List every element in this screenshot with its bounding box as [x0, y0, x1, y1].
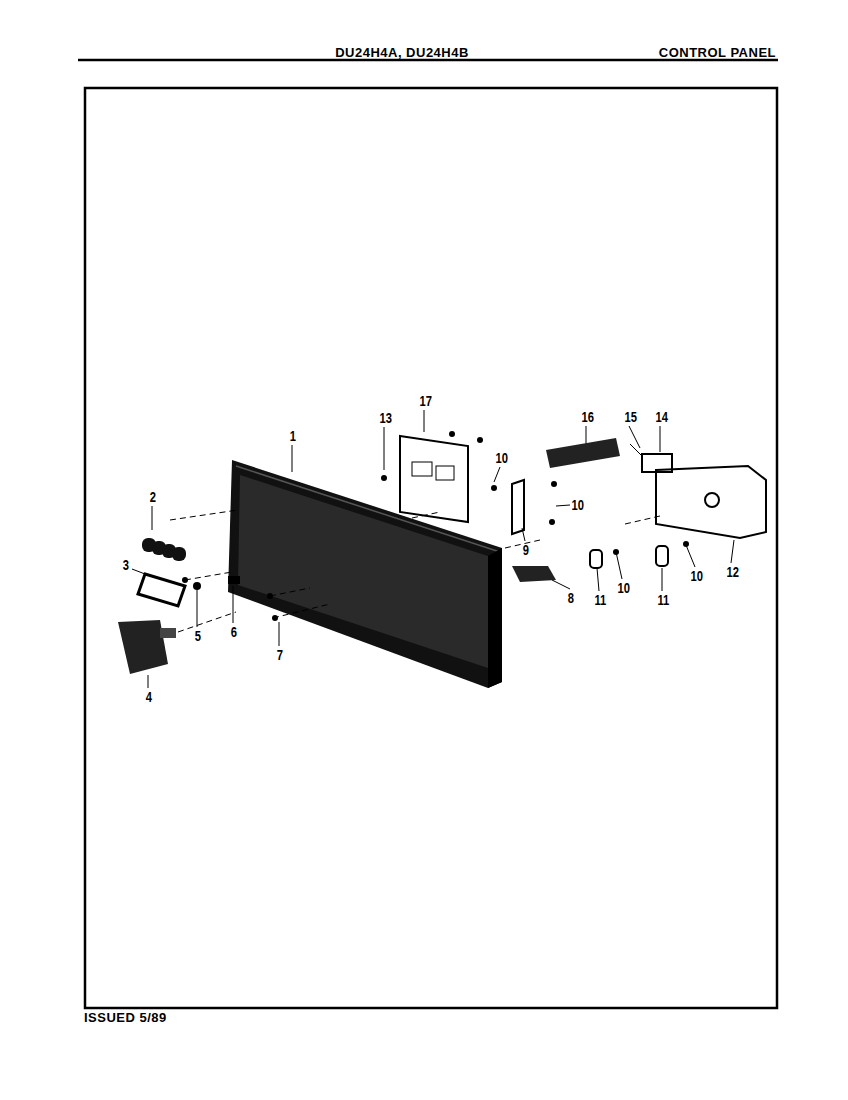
- callout-number: 9: [523, 543, 529, 557]
- callout-number: 7: [277, 648, 283, 662]
- callout-number: 3: [123, 558, 129, 572]
- callout-number: 10: [571, 498, 583, 512]
- callout-number: 16: [581, 410, 593, 424]
- callout-number: 5: [195, 629, 201, 643]
- callout-number: 12: [726, 565, 738, 579]
- callout-number: 1: [290, 429, 296, 443]
- callout-number: 17: [419, 394, 431, 408]
- callout-number: 11: [658, 593, 670, 607]
- issue-date: ISSUED 5/89: [84, 1011, 167, 1024]
- model-heading: DU24H4A, DU24H4B: [335, 46, 469, 59]
- callout-number: 13: [379, 411, 391, 425]
- callout-number: 10: [690, 569, 702, 583]
- callout-number: 4: [146, 690, 152, 704]
- section-heading: CONTROL PANEL: [659, 46, 776, 59]
- callout-number: 8: [568, 591, 574, 605]
- callout-number: 15: [624, 410, 636, 424]
- callout-number: 2: [150, 490, 156, 504]
- callout-number: 14: [655, 410, 667, 424]
- callout-number: 10: [617, 581, 629, 595]
- callout-number: 6: [231, 625, 237, 639]
- callout-number: 11: [595, 593, 607, 607]
- callout-number: 10: [495, 451, 507, 465]
